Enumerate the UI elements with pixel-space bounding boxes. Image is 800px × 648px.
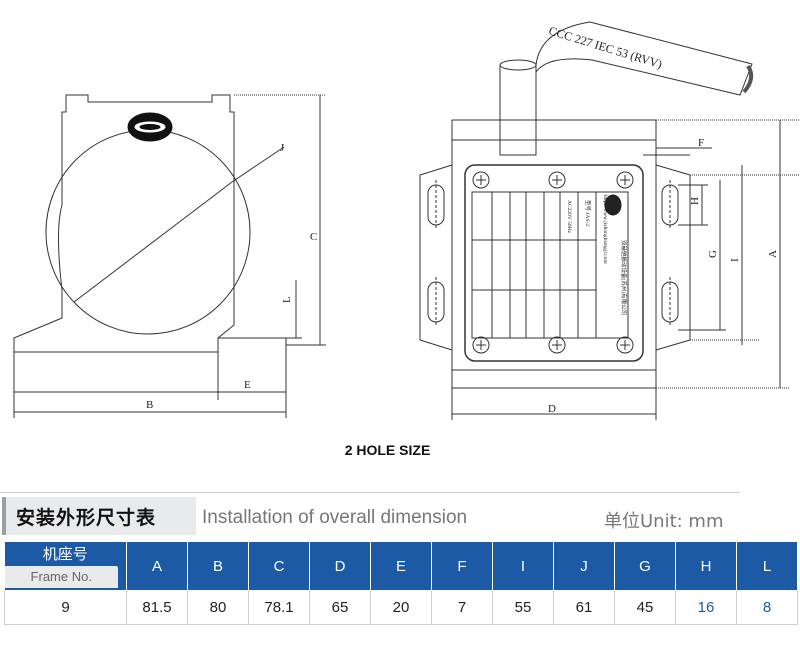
cable-label: CCC 227 IEC 53 (RVV) [547, 23, 664, 71]
dim-label-l: L [281, 296, 293, 303]
table-header-row: 机座号 Frame No. A B C D E F I J G H L [4, 542, 798, 590]
column-header: H [675, 542, 737, 590]
dimension-table: 机座号 Frame No. A B C D E F I J G H L 9 81… [4, 542, 798, 625]
column-header: G [614, 542, 676, 590]
table-cell: 78.1 [248, 590, 310, 625]
dim-label-c: C [310, 231, 317, 243]
table-cell-frame: 9 [4, 590, 127, 625]
column-header: D [309, 542, 371, 590]
column-header: A [126, 542, 188, 590]
frame-header: 机座号 Frame No. [4, 542, 127, 590]
column-header: C [248, 542, 310, 590]
table-cell: 7 [431, 590, 493, 625]
table-header: 安装外形尺寸表 Installation of overall dimensio… [0, 497, 800, 539]
side-view [13, 94, 326, 418]
column-header: I [492, 542, 554, 590]
column-header: E [370, 542, 432, 590]
table-cell: 16 [675, 590, 737, 625]
unit-label: 单位Unit: mm [604, 511, 724, 532]
brand-logo-icon [127, 112, 173, 142]
nameplate-url: http://www.jiahongbiangji.com [602, 195, 608, 264]
dim-label-a: A [767, 250, 779, 258]
dim-label-h: H [689, 197, 701, 205]
table-cell: 55 [492, 590, 554, 625]
nameplate-rating: AC220V 50Hz [566, 200, 572, 234]
table-row: 9 81.5 80 78.1 65 20 7 55 61 45 16 8 [4, 590, 798, 625]
dimension-drawing: 双赫驰振动设备(苏州)有限公司 http://www.jiahongbiangj… [13, 21, 800, 420]
table-cell: 65 [309, 590, 371, 625]
table-cell: 45 [614, 590, 676, 625]
title-box: 安装外形尺寸表 [2, 497, 196, 535]
screw-icon [472, 171, 634, 354]
header-divider [0, 492, 740, 493]
dim-label-i: I [729, 258, 741, 262]
frame-header-cn: 机座号 [42, 545, 88, 563]
column-header: L [736, 542, 798, 590]
table-cell: 80 [187, 590, 249, 625]
front-view [419, 21, 800, 420]
column-header: F [431, 542, 493, 590]
dim-label-b: B [146, 399, 153, 411]
nameplate-company: 双赫驰振动设备(苏州)有限公司 [620, 240, 628, 315]
vibrator-body-circle [45, 129, 251, 335]
nameplate-model: 型号 JAS-2 [584, 200, 592, 226]
table-cell: 20 [370, 590, 432, 625]
table-title-en: Installation of overall dimension [202, 507, 468, 528]
frame-header-en: Frame No. [4, 566, 118, 588]
table-cell: 8 [736, 590, 798, 625]
column-header: J [553, 542, 615, 590]
hole-size-caption: 2 HOLE SIZE [344, 442, 431, 458]
dim-label-d: D [548, 403, 556, 415]
dim-label-j: J [280, 142, 285, 154]
table-cell: 81.5 [126, 590, 188, 625]
dim-label-g: G [707, 250, 719, 258]
table-title-cn: 安装外形尺寸表 [16, 506, 157, 529]
dim-label-f: F [698, 137, 704, 149]
column-header: B [187, 542, 249, 590]
dim-label-e: E [244, 379, 251, 391]
table-cell: 61 [553, 590, 615, 625]
